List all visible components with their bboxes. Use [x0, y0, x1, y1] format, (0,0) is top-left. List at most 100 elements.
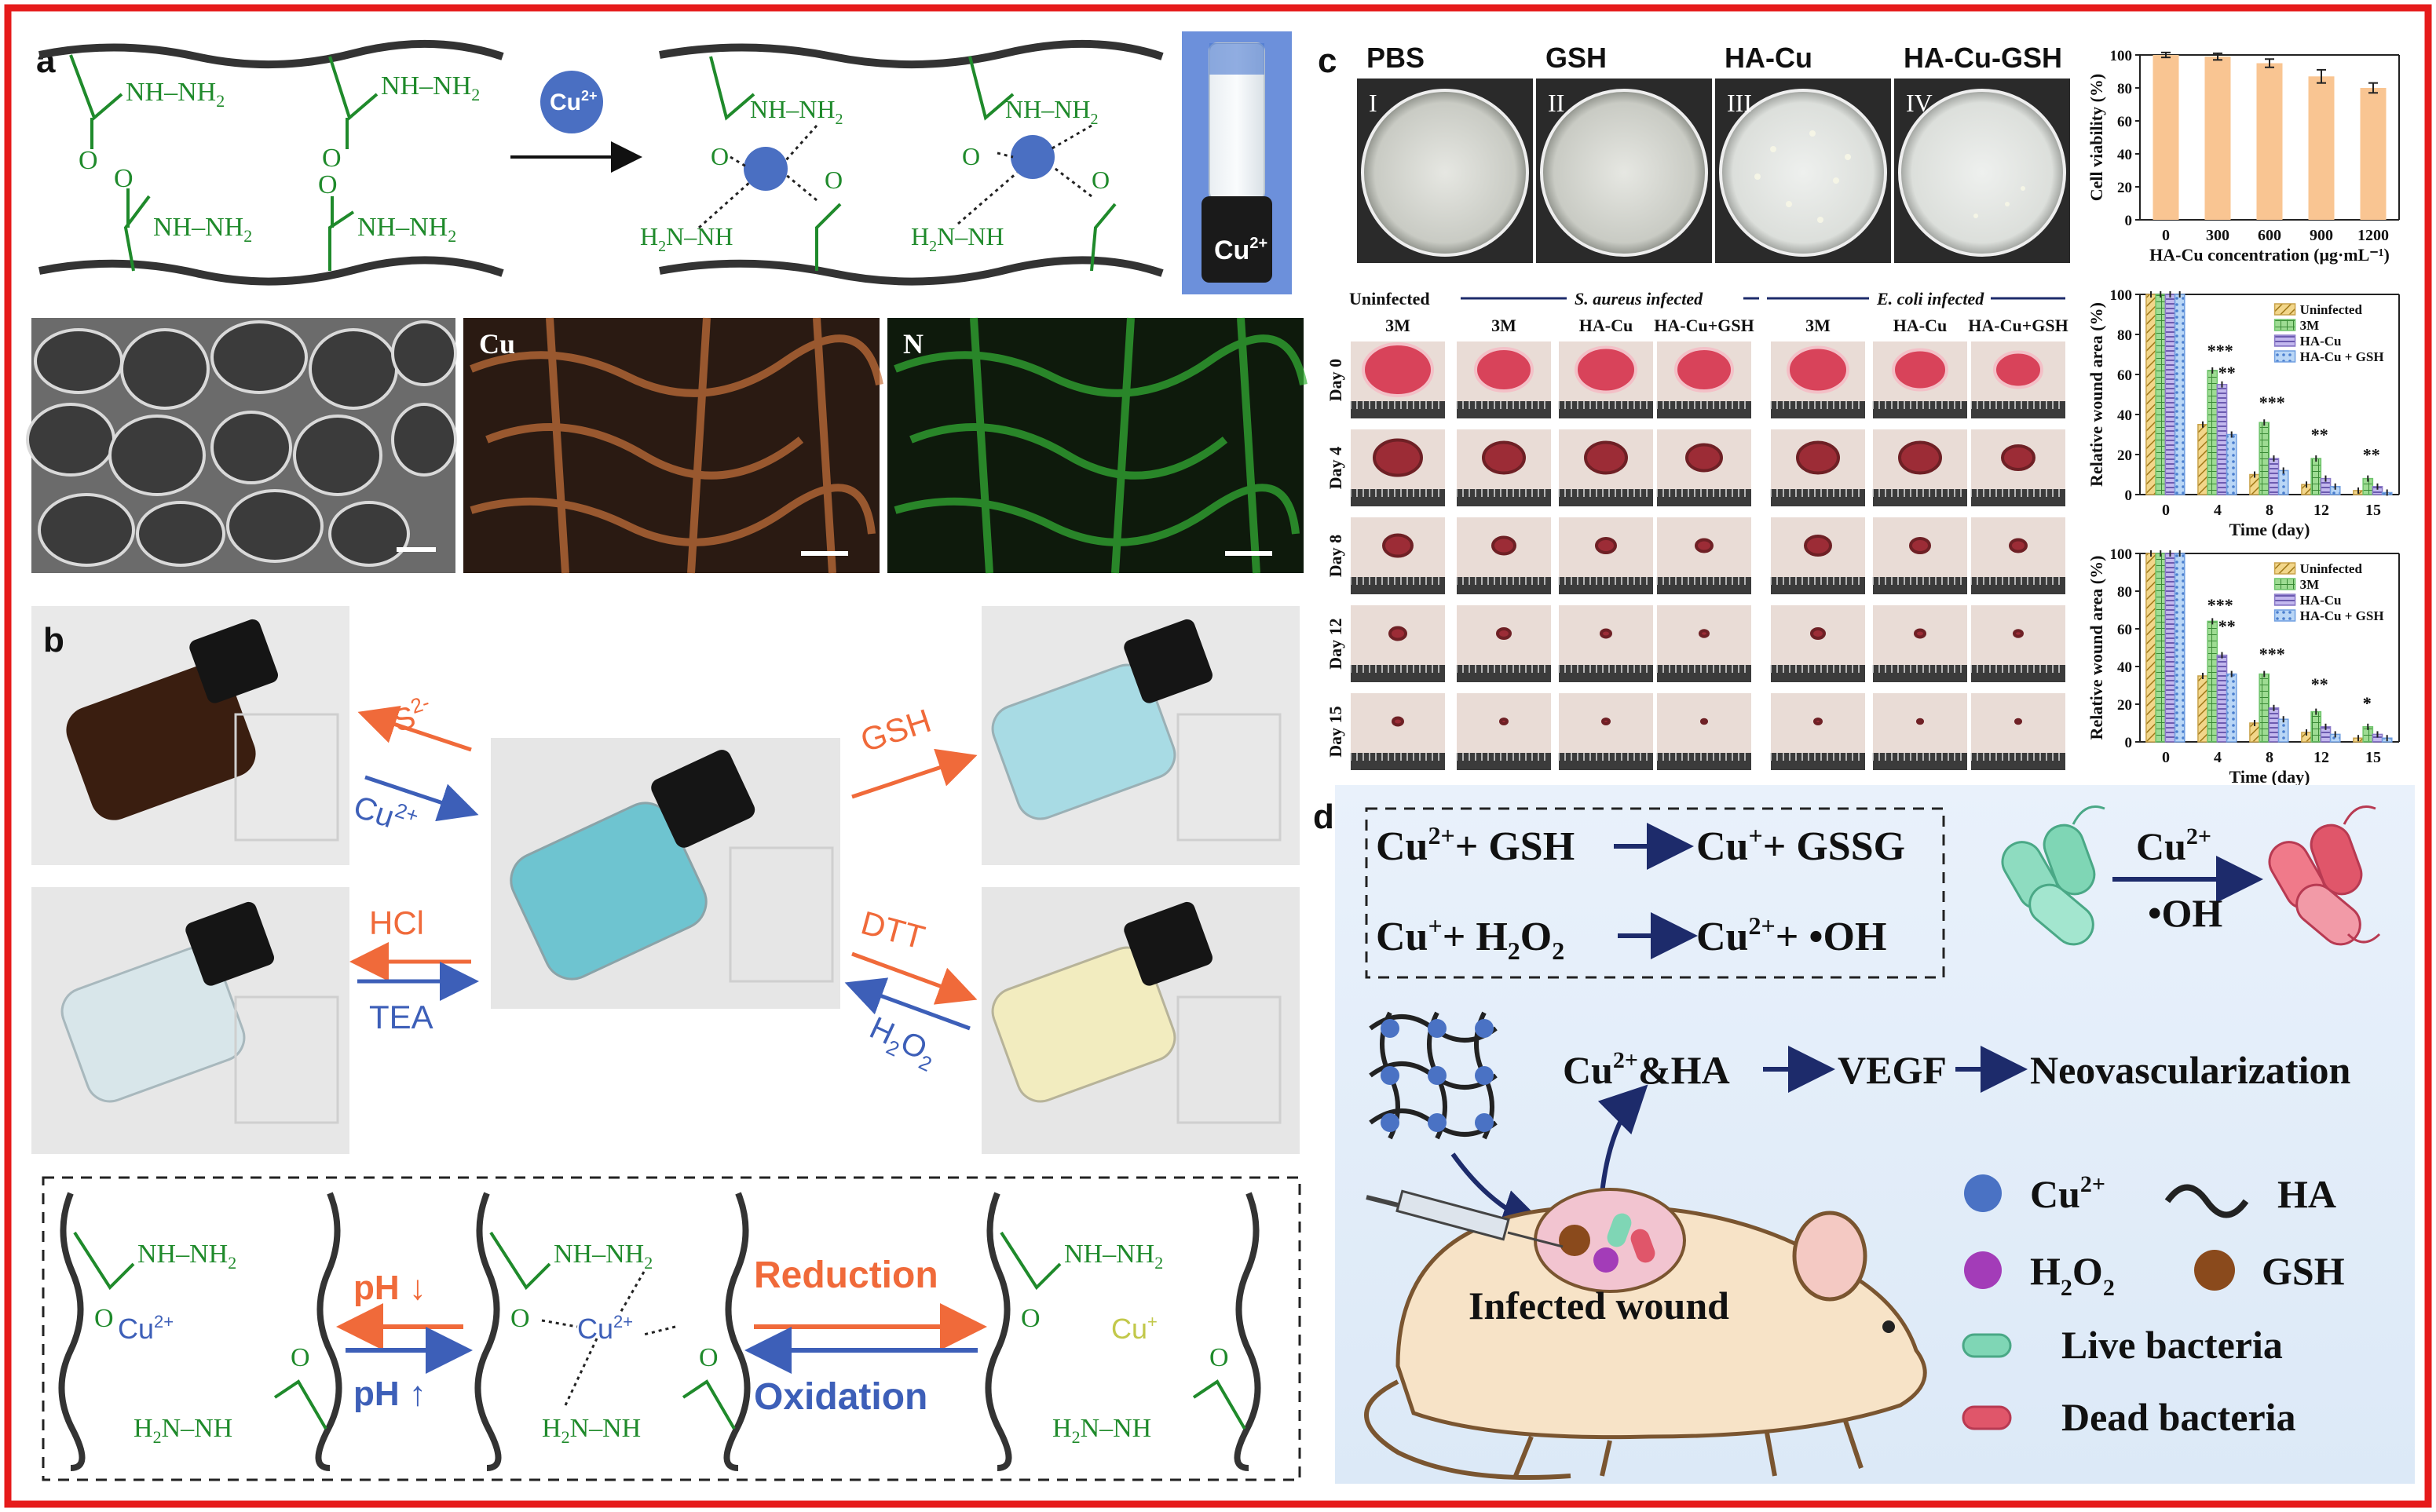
y-tick-label: 80	[2117, 327, 2132, 344]
vial-photo-blue-gel	[982, 606, 1300, 865]
ruler	[1873, 401, 1967, 418]
wound-mark	[1499, 718, 1509, 725]
ha-chain-top-left	[38, 39, 504, 69]
legend-swatch	[2273, 562, 2296, 575]
ruler	[1873, 665, 1967, 682]
pathway-vegf: VEGF	[1838, 1048, 1947, 1092]
wound-mark	[1482, 440, 1526, 475]
plate-label: PBS	[1366, 42, 1425, 74]
legend-swatch	[2273, 319, 2296, 331]
ruler	[1657, 401, 1751, 418]
svg-text:Live bacteria: Live bacteria	[2061, 1323, 2283, 1367]
plate-roman-numeral: II	[1548, 89, 1564, 117]
legend-cu2-icon	[1964, 1174, 2002, 1212]
svg-text:Cu2+: Cu2+	[2030, 1171, 2105, 1216]
wound-mark	[1474, 347, 1534, 393]
panel-b: b S2- Cu2+ HCl	[31, 597, 1304, 1499]
reagent-hcl: HCl	[369, 904, 424, 941]
ruler	[1971, 401, 2065, 418]
legend-swatch	[2273, 609, 2296, 622]
x-tick-label: 12	[2313, 749, 2329, 766]
y-tick-label: 100	[2110, 287, 2133, 304]
colony-dot	[1786, 201, 1792, 207]
legend-ha-icon	[2164, 1184, 2249, 1218]
wound-mark	[2009, 538, 2028, 553]
svg-text:Cu2+: Cu2+	[118, 1312, 174, 1345]
vial-photo-yellow	[982, 887, 1300, 1154]
mouse-illustration	[1364, 1204, 1927, 1480]
svg-text:NH–NH2: NH–NH2	[126, 78, 225, 111]
legend-label: Uninfected	[2300, 561, 2363, 576]
svg-text:NH–NH2: NH–NH2	[750, 95, 843, 128]
svg-text:NH–NH2: NH–NH2	[1005, 95, 1098, 128]
ruler	[1873, 753, 1967, 770]
significance-marker: ***	[2259, 645, 2285, 664]
svg-text:H2N–NH: H2N–NH	[134, 1414, 232, 1447]
wound-mark	[1601, 718, 1611, 725]
wound-column-label: 3M	[1805, 316, 1831, 335]
ha-chain-top-right	[659, 39, 1164, 69]
reagent-tea: TEA	[369, 999, 433, 1035]
legend-label: 3M	[2300, 318, 2320, 333]
reduction-label: Reduction	[754, 1255, 938, 1296]
significance-marker: **	[2311, 674, 2328, 694]
bar	[2145, 294, 2156, 495]
panel-c-label: c	[1318, 42, 1337, 80]
plate-roman-numeral: I	[1369, 89, 1377, 117]
colony-dot	[1770, 146, 1776, 152]
pathway-cu-ha: Cu2+&HA	[1563, 1047, 1730, 1092]
svg-text:NH–NH2: NH–NH2	[137, 1240, 236, 1273]
svg-text:GSH: GSH	[2262, 1249, 2345, 1293]
svg-text:O: O	[94, 1304, 114, 1333]
colony-dot	[1754, 173, 1761, 180]
pathway-neovascularization: Neovascularization	[2030, 1048, 2350, 1092]
wound-mark	[1898, 440, 1942, 475]
agar-plate-icon	[1361, 89, 1529, 257]
plate-label: HA-Cu	[1725, 42, 1812, 74]
colony-dot	[1845, 154, 1851, 160]
ruler	[1971, 489, 2065, 506]
svg-text:O: O	[1209, 1343, 1229, 1372]
ph-down-label: pH ↓	[353, 1269, 426, 1307]
ruler	[1657, 577, 1751, 594]
svg-text:H2N–NH: H2N–NH	[1052, 1414, 1151, 1447]
wound-mark	[1916, 718, 1924, 725]
syringe-icon	[1366, 1189, 1564, 1248]
wound-mark	[1700, 718, 1708, 725]
y-tick-label: 60	[2117, 367, 2132, 384]
svg-text:Cu2+: Cu2+	[550, 88, 598, 115]
ruler	[1457, 489, 1551, 506]
svg-text:O: O	[1021, 1304, 1041, 1333]
reaction-box	[1365, 807, 1945, 979]
x-axis-label: Time (day)	[2229, 767, 2310, 787]
equation-2: Cu++ H2O2	[1376, 911, 1564, 965]
kill-agent-cu2: Cu2+	[2136, 824, 2211, 868]
bar	[2277, 718, 2289, 743]
svg-text:O: O	[79, 146, 98, 175]
bar	[2226, 433, 2237, 495]
legend-label: HA-Cu + GSH	[2300, 349, 2384, 364]
x-tick-label: 4	[2214, 502, 2222, 519]
wound-mark	[1373, 438, 1423, 477]
bar	[2216, 384, 2228, 495]
ruler	[1771, 665, 1865, 682]
hydrogel-network-icon	[1369, 1011, 1498, 1140]
panel-b-label: b	[43, 621, 64, 659]
wound-mark	[1914, 628, 1926, 639]
bar	[2268, 707, 2280, 743]
panel-a: a NH–NH2 O NH–NH2 O O NH–NH2 O NH–NH2 Cu…	[26, 31, 1308, 574]
eds-n-map	[887, 318, 1304, 573]
wound-row-label: Day 8	[1326, 535, 1345, 577]
ruler	[1457, 753, 1551, 770]
legend-label: HA-Cu + GSH	[2300, 608, 2384, 623]
equation-1: Cu2++ GSH	[1376, 821, 1575, 869]
wound-mark	[1810, 627, 1826, 640]
ruler	[1457, 577, 1551, 594]
legend-swatch	[2273, 334, 2296, 347]
legend-label: HA-Cu	[2300, 593, 2342, 608]
x-axis-label: Time (day)	[2229, 520, 2310, 539]
wound-mark	[1496, 627, 1512, 640]
y-axis-label: Relative wound area (%)	[2087, 556, 2106, 740]
significance-marker: **	[2218, 616, 2236, 636]
wound-row-label: Day 15	[1326, 706, 1345, 757]
